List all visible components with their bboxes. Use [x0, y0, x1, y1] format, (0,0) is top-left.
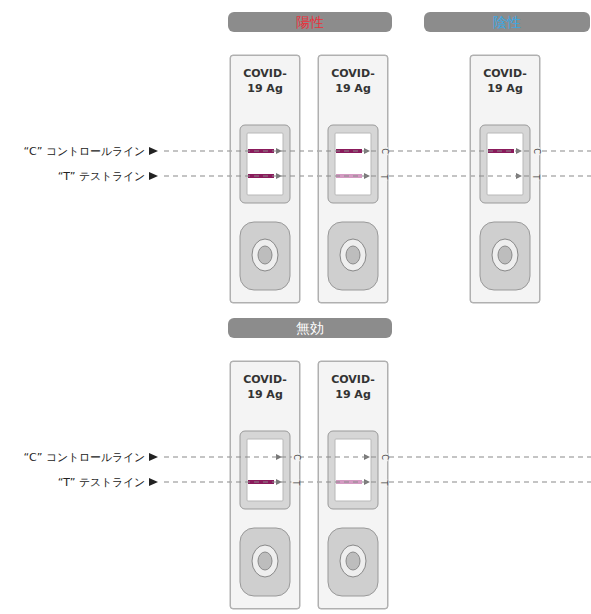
- strip-letter: C: [532, 147, 540, 155]
- cassette-label: COVID-19 Ag: [324, 66, 382, 96]
- test-cassette: COVID-19 Ag: [230, 55, 300, 303]
- band-title: 陰性: [493, 14, 521, 30]
- strip-letter: C: [380, 147, 388, 155]
- strip-letter: C: [292, 453, 300, 461]
- cassette-label: COVID-19 Ag: [236, 372, 294, 402]
- cassette-label: COVID-19 Ag: [236, 66, 294, 96]
- strip-letter: T: [379, 479, 387, 486]
- result-band: 無効: [228, 318, 392, 338]
- line-label: “C” コントロールライン: [24, 145, 145, 158]
- strip-letter: T: [291, 479, 299, 486]
- test-cassette: COVID-19 Ag: [470, 55, 540, 303]
- test-cassette: COVID-19 Ag: [318, 361, 388, 609]
- result-band: 陽性: [228, 12, 392, 32]
- line-label: “C” コントロールライン: [24, 451, 145, 464]
- test-cassette: COVID-19 Ag: [230, 361, 300, 609]
- line-label: “T” テストライン: [58, 476, 145, 489]
- strip-letter: T: [531, 173, 539, 180]
- cassette-label: COVID-19 Ag: [324, 372, 382, 402]
- band-title: 陽性: [296, 14, 324, 30]
- line-label: “T” テストライン: [58, 170, 145, 183]
- test-cassette: COVID-19 Ag: [318, 55, 388, 303]
- strip-letter: T: [379, 173, 387, 180]
- cassette-label: COVID-19 Ag: [476, 66, 534, 96]
- strip-letter: C: [380, 453, 388, 461]
- result-band: 陰性: [424, 12, 590, 32]
- band-title: 無効: [296, 320, 324, 336]
